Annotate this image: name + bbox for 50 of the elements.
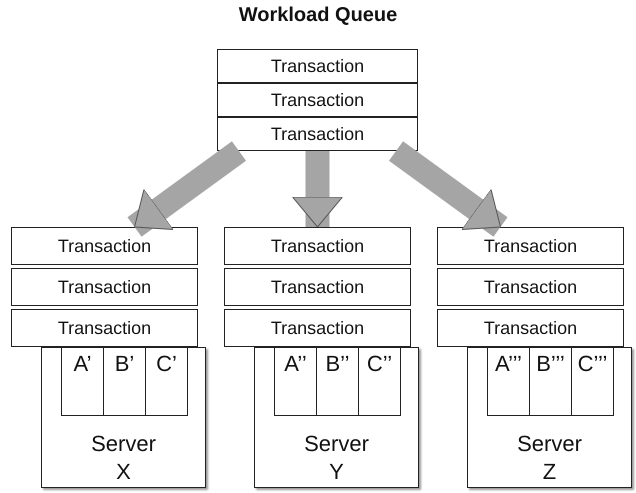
partition-cell xyxy=(487,347,530,416)
partition-cell xyxy=(358,347,401,416)
transaction-box xyxy=(217,117,418,151)
transaction-label: Transaction xyxy=(270,88,364,112)
server-box xyxy=(41,347,206,488)
transaction-label: Transaction xyxy=(484,234,578,258)
transaction-label: Transaction xyxy=(270,54,364,78)
partition-cell xyxy=(103,347,146,416)
partition-cell xyxy=(61,347,104,416)
transaction-label: Transaction xyxy=(58,276,152,298)
partition-cell xyxy=(529,347,572,416)
transaction-box xyxy=(224,268,411,306)
partition-label: B’ xyxy=(114,350,134,378)
partition-label: C’’ xyxy=(366,350,392,378)
server-label: Server Y xyxy=(303,430,370,485)
server-box xyxy=(254,347,419,488)
transaction-label: Transaction xyxy=(270,122,364,146)
server-label: Server X xyxy=(90,430,157,485)
transaction-box xyxy=(224,309,411,347)
partition-label: B’’’ xyxy=(536,350,565,378)
transaction-box xyxy=(224,227,411,265)
transaction-box xyxy=(437,309,624,347)
transaction-box xyxy=(217,49,418,83)
transaction-label: Transaction xyxy=(270,276,364,298)
partition-label: C’ xyxy=(156,350,177,378)
partition-cell xyxy=(274,347,317,416)
transaction-label: Transaction xyxy=(484,316,578,340)
partition-label: A’’ xyxy=(284,350,307,378)
transaction-label: Transaction xyxy=(484,276,578,298)
partition-label: C’’’ xyxy=(578,350,608,378)
transaction-box xyxy=(437,227,624,265)
partition-cell xyxy=(145,347,188,416)
server-label: Server Z xyxy=(516,430,583,485)
partition-label: A’’’ xyxy=(495,350,522,378)
transaction-box xyxy=(437,268,624,306)
diagram-title: Workload Queue xyxy=(238,4,398,27)
transaction-label: Transaction xyxy=(58,234,152,258)
block-arrow xyxy=(292,151,343,228)
partition-label: A’ xyxy=(74,350,92,378)
partition-label: B’’ xyxy=(325,350,350,378)
transaction-label: Transaction xyxy=(270,234,364,258)
server-box xyxy=(467,347,632,488)
transaction-box xyxy=(11,309,198,347)
transaction-box xyxy=(11,227,198,265)
transaction-box xyxy=(217,83,418,117)
transaction-box xyxy=(11,268,198,306)
transaction-label: Transaction xyxy=(270,316,364,340)
transaction-label: Transaction xyxy=(58,316,152,340)
partition-cell xyxy=(571,347,614,416)
partition-cell xyxy=(316,347,359,416)
